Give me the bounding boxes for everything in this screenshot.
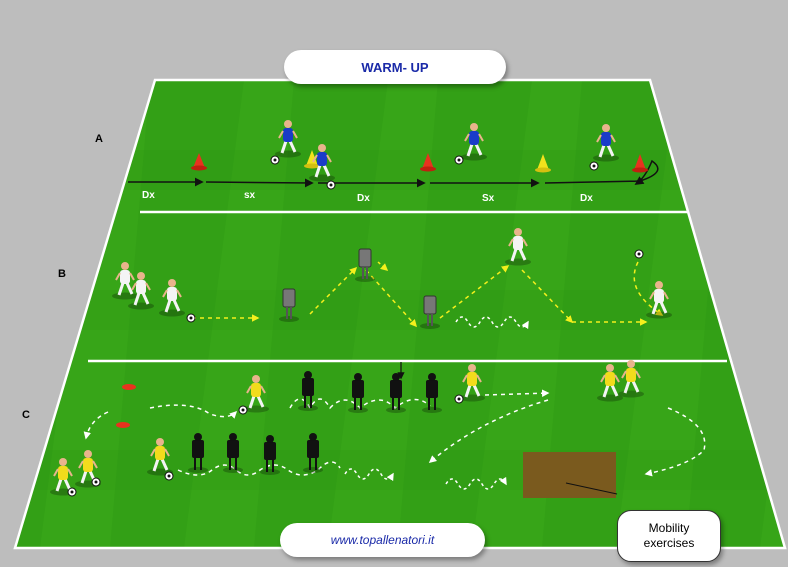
mannequin-icon — [303, 433, 323, 473]
player-icon — [459, 364, 485, 402]
player-icon — [112, 262, 138, 300]
mannequin-icon — [355, 248, 375, 282]
direction-label: Dx — [357, 193, 370, 204]
pitch — [13, 78, 787, 550]
mannequin-icon — [223, 433, 243, 473]
player-icon — [597, 364, 623, 402]
ball-icon — [164, 471, 174, 481]
row-a-drill — [128, 120, 659, 190]
mannequin-icon — [420, 295, 440, 329]
ball-icon — [91, 477, 101, 487]
player-icon — [243, 375, 269, 413]
row-label-b: B — [58, 268, 66, 280]
mannequin-icon — [298, 371, 318, 411]
cone-icon — [420, 153, 436, 172]
player-icon — [618, 360, 644, 398]
ball-icon — [186, 313, 196, 323]
cone-icon — [122, 384, 136, 390]
ball-icon — [326, 180, 336, 190]
direction-label: Dx — [142, 190, 155, 201]
pitch-stripes — [15, 80, 785, 548]
row-label-a: A — [95, 133, 103, 145]
direction-label: Dx — [580, 193, 593, 204]
ball-icon — [454, 155, 464, 165]
cone-icon — [632, 154, 648, 173]
row-label-c: C — [22, 409, 30, 421]
player-icon — [593, 124, 619, 162]
ball-icon — [238, 405, 248, 415]
mannequin-icon — [260, 435, 280, 475]
ball-icon — [634, 249, 644, 259]
direction-label: Sx — [482, 193, 495, 204]
player-icon — [275, 120, 301, 158]
mannequin-icon — [348, 373, 368, 413]
ball-icon — [270, 155, 280, 165]
ball-icon — [67, 487, 77, 497]
direction-label: sx — [244, 190, 256, 201]
cone-icon — [191, 153, 207, 171]
row-c-drill — [50, 360, 706, 498]
player-icon — [505, 228, 531, 266]
title-banner: WARM- UP — [284, 50, 506, 84]
cone-icon — [535, 154, 551, 173]
website-banner: www.topallenatori.it — [280, 523, 485, 557]
player-icon — [309, 144, 335, 182]
cone-icon — [116, 422, 130, 428]
cone-icon — [304, 150, 320, 169]
ball-icon — [454, 394, 464, 404]
mannequin-icon — [422, 373, 442, 413]
mannequin-icon — [386, 373, 406, 413]
mannequin-icon — [188, 433, 208, 473]
player-icon — [646, 281, 672, 319]
row-b-drill — [112, 228, 672, 330]
player-icon — [128, 272, 154, 310]
mobility-callout: Mobility exercises — [617, 510, 721, 562]
ball-icon — [589, 161, 599, 171]
mannequin-icon — [279, 288, 299, 322]
player-icon — [159, 279, 185, 317]
player-icon — [461, 123, 487, 161]
